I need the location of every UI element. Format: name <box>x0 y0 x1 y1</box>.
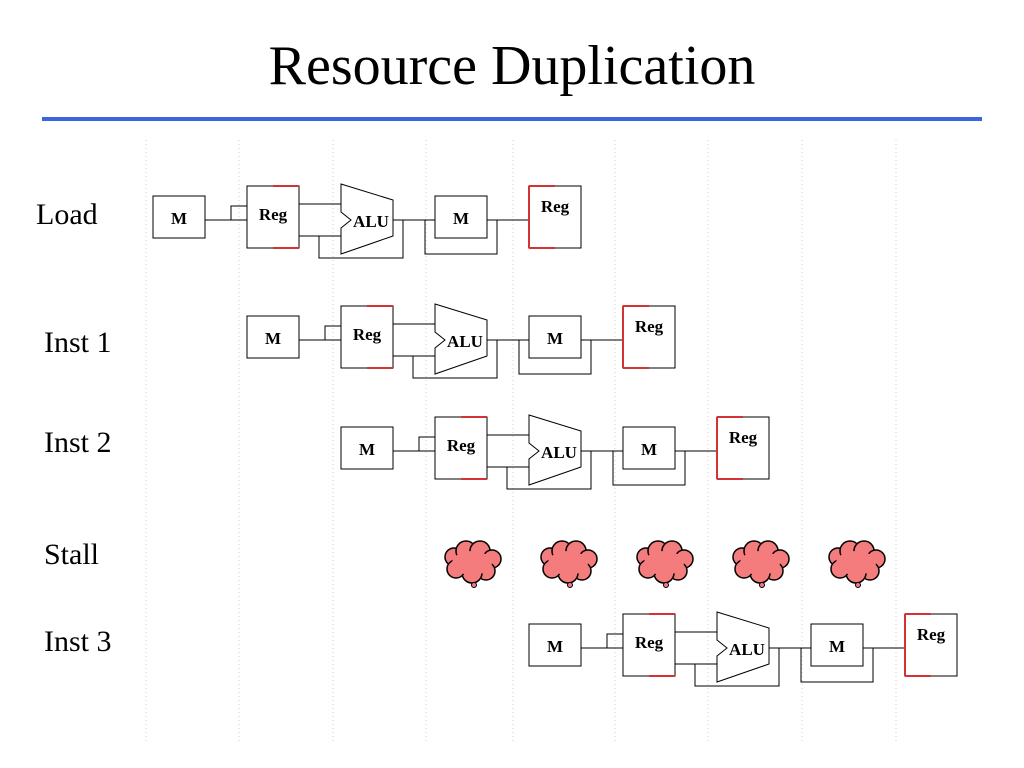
wire <box>318 220 404 259</box>
bubble-core <box>548 551 588 575</box>
wire <box>324 325 341 340</box>
data-memory-label: M <box>829 637 845 656</box>
wire <box>424 220 498 255</box>
row-label-stall: Stall <box>44 538 100 571</box>
alu-label: ALU <box>353 212 389 231</box>
register-write-label: Reg <box>541 197 570 216</box>
bubble-core <box>836 551 876 575</box>
row-label-inst-3: Inst 3 <box>44 625 112 658</box>
register-write-label: Reg <box>635 317 664 336</box>
row-label-inst-1: Inst 1 <box>44 326 112 359</box>
data-memory-box <box>622 426 676 470</box>
instruction-memory-box <box>152 195 206 239</box>
stall-bubble <box>636 540 694 588</box>
wire <box>412 340 498 379</box>
register-write-label: Reg <box>917 625 946 644</box>
stall-bubble <box>732 540 790 588</box>
bubble-tail <box>663 582 669 588</box>
register-read-label: Reg <box>447 436 476 455</box>
stall-bubble <box>444 540 502 588</box>
alu-shape <box>434 303 488 375</box>
data-memory-label: M <box>453 209 469 228</box>
instruction-memory-box <box>246 315 300 359</box>
title-underline <box>42 117 982 121</box>
data-memory-label: M <box>547 329 563 348</box>
register-write-box <box>528 185 582 249</box>
instruction-memory-box <box>340 426 394 470</box>
data-memory-box <box>810 623 864 667</box>
slide-title: Resource Duplication <box>268 35 756 97</box>
instruction-memory-label: M <box>359 440 375 459</box>
alu-label: ALU <box>729 640 765 659</box>
data-memory-label: M <box>641 440 657 459</box>
data-memory-box <box>528 315 582 359</box>
register-write-box <box>716 416 770 480</box>
wire <box>606 633 623 648</box>
instruction-memory-label: M <box>265 329 281 348</box>
bubble-core <box>644 551 684 575</box>
bubble-tail <box>567 582 573 588</box>
register-read-label: Reg <box>259 205 288 224</box>
wire <box>418 436 435 451</box>
wire <box>694 648 780 687</box>
register-read-label: Reg <box>635 633 664 652</box>
register-write-box <box>904 613 958 677</box>
bubble-core <box>452 551 492 575</box>
alu-shape <box>528 414 582 486</box>
bubble-tail <box>759 582 765 588</box>
data-memory-box <box>434 195 488 239</box>
stall-bubble <box>828 540 886 588</box>
alu-label: ALU <box>447 332 483 351</box>
register-write-label: Reg <box>729 428 758 447</box>
alu-shape <box>340 183 394 255</box>
wire <box>518 340 592 375</box>
register-write-box <box>622 305 676 369</box>
register-read-box <box>434 416 488 480</box>
bubble-tail <box>471 582 477 588</box>
stall-bubble <box>540 540 598 588</box>
wire <box>230 205 247 220</box>
register-read-box <box>340 305 394 369</box>
wire <box>612 451 686 486</box>
row-label-load: Load <box>36 198 98 231</box>
register-read-label: Reg <box>353 325 382 344</box>
alu-shape <box>716 611 770 683</box>
instruction-memory-box <box>528 623 582 667</box>
bubble-core <box>740 551 780 575</box>
instruction-memory-label: M <box>547 637 563 656</box>
row-label-inst-2: Inst 2 <box>44 426 112 459</box>
alu-label: ALU <box>541 443 577 462</box>
wire <box>506 451 592 490</box>
bubble-tail <box>855 582 861 588</box>
wire <box>800 648 874 683</box>
instruction-memory-label: M <box>171 209 187 228</box>
